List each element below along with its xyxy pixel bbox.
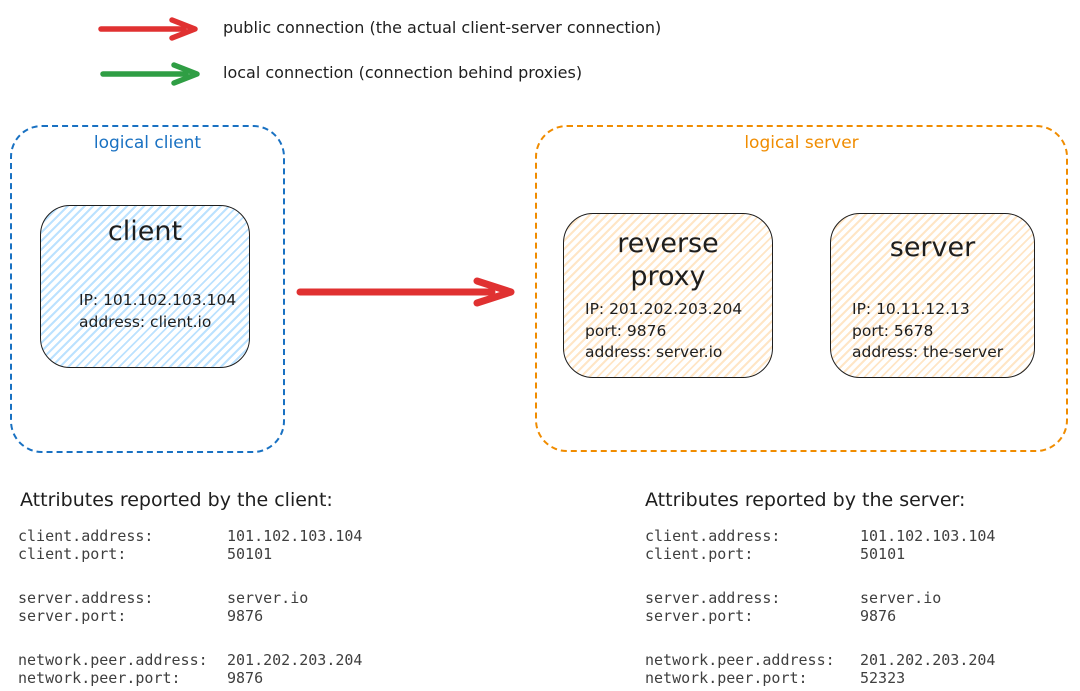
attr-value: 50101 [860, 545, 906, 563]
reverse-proxy-node-port: port: 9876 [585, 321, 667, 340]
attr-row: client.address: 101.102.103.104 [18, 527, 362, 545]
attr-value: server.io [860, 589, 942, 607]
local-connection-arrow-icon [100, 62, 200, 86]
attr-row: client.port: 50101 [645, 545, 995, 563]
attr-key: server.port: [645, 607, 754, 625]
legend-label-local-connection: local connection (connection behind prox… [223, 63, 583, 82]
server-attr-group-server: server.address: server.io server.port: 987… [645, 589, 995, 625]
attr-row: server.port: 9876 [18, 607, 362, 625]
client-attr-group-network-peer: network.peer.address: 201.202.203.204 net… [18, 651, 362, 687]
attr-key: server.port: [18, 607, 127, 625]
reverse-proxy-node-address: address: server.io [585, 343, 723, 361]
server-attr-group-client: client.address: 101.102.103.104 client.po… [645, 527, 995, 563]
attr-row: server.address: server.io [18, 589, 362, 607]
client-node-ip: IP: 101.102.103.104 [79, 291, 237, 309]
legend-label-public-connection: public connection (the actual client-ser… [223, 18, 662, 37]
reverse-proxy-node-ip: IP: 201.202.203.204 [585, 300, 743, 318]
attr-value: 101.102.103.104 [860, 527, 996, 545]
server-node-ip: IP: 10.11.12.13 [852, 300, 970, 318]
attr-row: client.port: 50101 [18, 545, 362, 563]
client-to-server-arrow-icon [296, 277, 515, 307]
attr-row: network.peer.address: 201.202.203.204 [18, 651, 362, 669]
attr-key: client.address: [18, 527, 154, 545]
client-node-details: IP: 101.102.103.104 address: client.io [79, 290, 245, 333]
attr-row: server.port: 9876 [645, 607, 995, 625]
attr-row: network.peer.address: 201.202.203.204 [645, 651, 995, 669]
attr-value: 9876 [227, 669, 264, 687]
attr-key: network.peer.address: [645, 651, 835, 669]
public-connection-arrow-icon [98, 17, 198, 41]
attr-key: server.address: [18, 589, 154, 607]
server-node-address: address: the-server [852, 343, 1004, 361]
attr-row: client.address: 101.102.103.104 [645, 527, 995, 545]
server-attributes-list: client.address: 101.102.103.104 client.po… [645, 527, 995, 691]
attr-value: 52323 [860, 669, 906, 687]
server-attributes-heading: Attributes reported by the server: [645, 489, 966, 511]
server-node-details: IP: 10.11.12.13 port: 5678 address: the-… [852, 299, 1030, 364]
client-attr-group-client: client.address: 101.102.103.104 client.po… [18, 527, 362, 563]
attr-value: 201.202.203.204 [227, 651, 363, 669]
attr-key: network.peer.address: [18, 651, 208, 669]
server-node-title: server [889, 232, 976, 263]
attr-key: client.port: [18, 545, 127, 563]
client-node-address: address: client.io [79, 312, 212, 331]
logical-server-label: logical server [744, 133, 859, 153]
client-node: client IP: 101.102.103.104 address: clie… [40, 205, 250, 368]
attr-key: client.port: [645, 545, 754, 563]
server-node: server IP: 10.11.12.13 port: 5678 addres… [830, 213, 1035, 378]
client-node-title: client [107, 216, 183, 247]
attr-row: network.peer.port: 52323 [645, 669, 995, 687]
reverse-proxy-node-details: IP: 201.202.203.204 port: 9876 address: … [585, 299, 768, 364]
attr-value: 9876 [227, 607, 264, 625]
attr-key: client.address: [645, 527, 781, 545]
logical-client-label: logical client [93, 133, 202, 153]
attr-row: server.address: server.io [645, 589, 995, 607]
logical-server-group-box: logical server [535, 125, 1068, 452]
client-attr-group-server: server.address: server.io server.port: 987… [18, 589, 362, 625]
logical-client-group-box: logical client [10, 125, 285, 453]
server-attr-group-network-peer: network.peer.address: 201.202.203.204 net… [645, 651, 995, 687]
attr-row: network.peer.port: 9876 [18, 669, 362, 687]
attr-value: 9876 [860, 607, 897, 625]
reverse-proxy-node-title: reverse proxy [617, 228, 719, 292]
reverse-proxy-node: reverse proxy IP: 201.202.203.204 port: … [563, 213, 773, 378]
attr-key: network.peer.port: [645, 669, 808, 687]
client-attributes-list: client.address: 101.102.103.104 client.po… [18, 527, 362, 691]
server-node-port: port: 5678 [852, 321, 934, 340]
attr-key: network.peer.port: [18, 669, 181, 687]
attr-value: 201.202.203.204 [860, 651, 996, 669]
attr-value: 50101 [227, 545, 273, 563]
attr-value: server.io [227, 589, 309, 607]
client-attributes-heading: Attributes reported by the client: [20, 489, 333, 511]
attr-key: server.address: [645, 589, 781, 607]
attr-value: 101.102.103.104 [227, 527, 363, 545]
